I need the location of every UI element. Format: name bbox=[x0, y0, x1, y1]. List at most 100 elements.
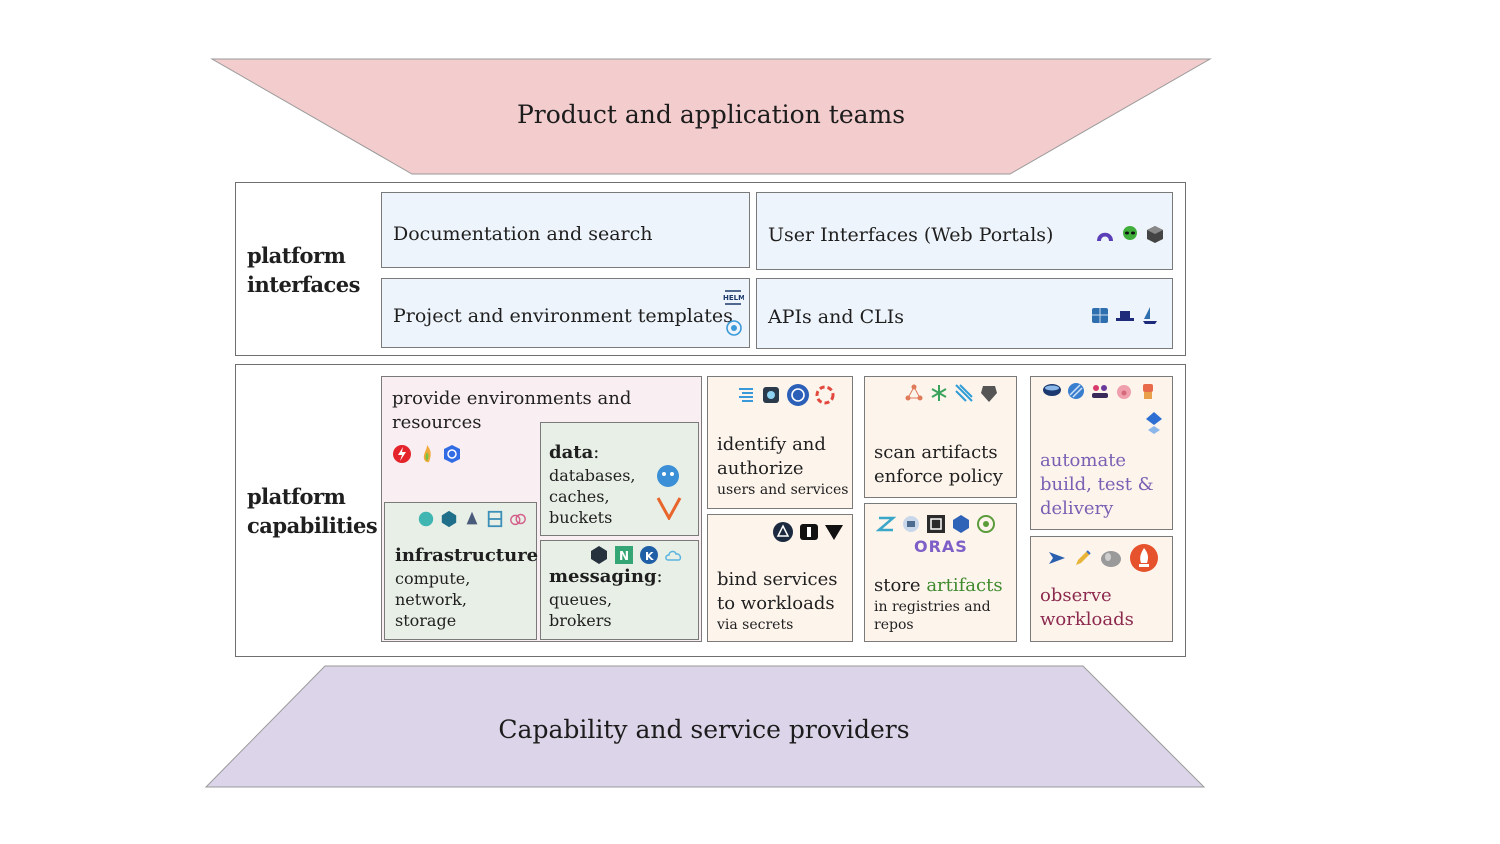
anchor-badge-icon bbox=[787, 384, 809, 406]
data-title: data bbox=[549, 442, 594, 463]
identify-sub: users and services bbox=[717, 482, 849, 498]
nats-icon: N bbox=[615, 546, 633, 564]
shield-icon bbox=[763, 387, 779, 403]
lightning-icon bbox=[393, 445, 411, 463]
ui-box: User Interfaces (Web Portals) bbox=[756, 192, 1173, 270]
robot-icon bbox=[1143, 384, 1153, 399]
bind-line-2: to workloads bbox=[717, 593, 835, 614]
infra-line-1: compute, bbox=[395, 569, 471, 588]
ui-label: User Interfaces (Web Portals) bbox=[768, 224, 1054, 246]
sailboat-icon bbox=[1143, 307, 1157, 324]
messaging-line-1: queues, bbox=[549, 590, 613, 609]
provide-icons bbox=[392, 444, 462, 464]
store-sub-1: in registries and bbox=[874, 599, 991, 615]
bird-icon bbox=[955, 384, 973, 402]
data-text: data: databases, caches, buckets bbox=[549, 441, 636, 528]
identify-box bbox=[707, 376, 853, 509]
top-band-shape bbox=[210, 58, 1212, 175]
provide-title-line2: resources bbox=[392, 412, 482, 433]
identify-icons bbox=[736, 383, 835, 407]
data-box bbox=[540, 422, 699, 536]
server-icon bbox=[487, 510, 503, 528]
docs-box: Documentation and search bbox=[381, 192, 750, 268]
cube-icon bbox=[1092, 308, 1108, 323]
infra-line-3: storage bbox=[395, 611, 457, 630]
alien-icon bbox=[1123, 226, 1137, 240]
interfaces-label-line1: platform bbox=[247, 243, 346, 268]
templates-label: Project and environment templates bbox=[393, 305, 733, 327]
bind-sub: via secrets bbox=[717, 617, 794, 633]
capabilities-label: platform capabilities bbox=[247, 482, 378, 540]
identify-line-1: identify and bbox=[717, 434, 826, 455]
box-icon bbox=[591, 546, 607, 564]
automate-text: automate build, test & delivery bbox=[1040, 449, 1154, 521]
capabilities-label-line1: platform bbox=[247, 484, 346, 509]
observe-line-2: workloads bbox=[1040, 609, 1134, 630]
bind-icons bbox=[772, 521, 844, 543]
messaging-title: messaging bbox=[549, 566, 657, 587]
stripe-ball-icon bbox=[1068, 383, 1084, 399]
k-icon: K bbox=[640, 546, 658, 564]
elephant-icon bbox=[1101, 551, 1121, 567]
store-text: store artifacts in registries and repos bbox=[874, 574, 1003, 634]
apis-label: APIs and CLIs bbox=[768, 306, 904, 328]
top-band-title: Product and application teams bbox=[516, 100, 906, 129]
z-icon bbox=[876, 516, 896, 532]
hexagon-icon bbox=[953, 515, 969, 533]
messaging-line-2: brokers bbox=[549, 611, 612, 630]
helm-icon: HELM bbox=[723, 290, 744, 305]
store-highlight: artifacts bbox=[926, 575, 1003, 596]
data-line-1: databases, bbox=[549, 466, 636, 485]
fire-circle-icon bbox=[1130, 544, 1158, 572]
infra-line-2: network, bbox=[395, 590, 467, 609]
svg-text:HELM: HELM bbox=[723, 294, 744, 302]
bind-text: bind services to workloads via secrets bbox=[717, 568, 838, 634]
oras-logo: ORAS bbox=[914, 537, 968, 556]
horned-icon bbox=[981, 386, 997, 402]
infrastructure-box bbox=[384, 502, 537, 640]
backstage-icon bbox=[1097, 232, 1113, 241]
diamond-icon bbox=[1146, 412, 1162, 434]
store-icons bbox=[876, 514, 996, 534]
down-triangle-icon bbox=[825, 525, 843, 540]
infrastructure-title: infrastructure bbox=[395, 545, 539, 566]
provide-title-line1: provide environments and bbox=[392, 388, 632, 409]
pig-icon bbox=[1117, 385, 1131, 399]
identify-text: identify and authorize users and service… bbox=[717, 433, 848, 499]
plane-icon bbox=[1049, 552, 1065, 564]
cloud-icon bbox=[510, 513, 526, 526]
infra-icons bbox=[417, 510, 527, 528]
provide-title: provide environments and resources bbox=[392, 387, 631, 435]
cycle-icon bbox=[726, 320, 742, 336]
one-icon bbox=[800, 524, 818, 540]
data-line-3: buckets bbox=[549, 508, 613, 527]
bind-line-1: bind services bbox=[717, 569, 838, 590]
messaging-icons: N K bbox=[589, 545, 684, 565]
ui-icons bbox=[1095, 224, 1165, 244]
docs-label: Documentation and search bbox=[393, 223, 653, 245]
tree-icon bbox=[931, 385, 947, 401]
templates-box: Project and environment templates HELM bbox=[381, 278, 750, 348]
cloud-outline-icon bbox=[665, 550, 682, 561]
observe-icons bbox=[1047, 543, 1159, 573]
store-sub-2: repos bbox=[874, 617, 914, 633]
automate-line-2: build, test & bbox=[1040, 474, 1154, 495]
scan-line-1: scan artifacts bbox=[874, 442, 998, 463]
apis-icons bbox=[1090, 305, 1160, 325]
network-icon bbox=[905, 384, 923, 401]
triangle-badge-icon bbox=[773, 522, 793, 542]
svg-text:K: K bbox=[645, 550, 654, 563]
data-line-2: caches, bbox=[549, 487, 610, 506]
bowl-icon bbox=[1043, 384, 1061, 396]
scan-icons bbox=[904, 383, 999, 403]
pencil-icon bbox=[1076, 550, 1091, 565]
scan-text: scan artifacts enforce policy bbox=[874, 441, 1003, 489]
kubernetes-icon bbox=[444, 445, 460, 463]
automate-icons bbox=[1042, 381, 1158, 401]
hat-icon bbox=[1116, 311, 1134, 321]
circle-g-icon bbox=[977, 515, 995, 533]
capabilities-label-line2: capabilities bbox=[247, 513, 378, 538]
data-colon: : bbox=[593, 442, 600, 463]
hex-icon bbox=[441, 510, 457, 528]
bottom-band-shape bbox=[204, 665, 1206, 788]
